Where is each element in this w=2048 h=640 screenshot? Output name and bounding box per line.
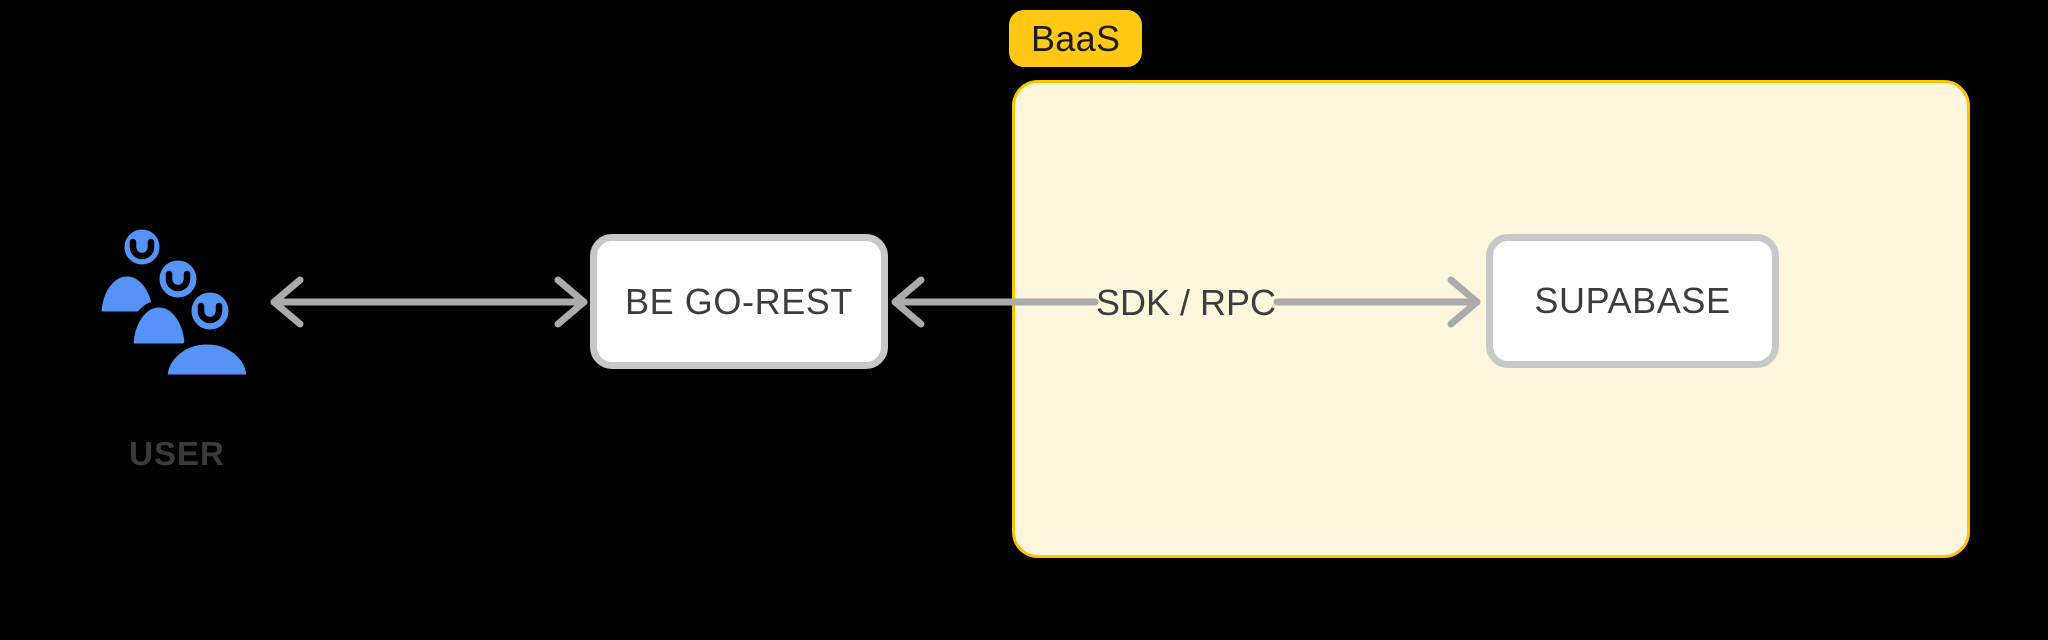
node-be-go-rest-label: BE GO-REST	[624, 280, 854, 322]
user-label: USER	[129, 435, 225, 472]
users-icon	[96, 222, 254, 381]
baas-group-tag-label: BaaS	[1031, 17, 1121, 59]
baas-group-tag: BaaS	[1009, 10, 1143, 67]
node-be-go-rest: BE GO-REST	[590, 234, 888, 369]
person-front	[160, 285, 254, 381]
person-middle	[126, 253, 204, 351]
node-supabase: SUPABASE	[1486, 234, 1779, 368]
sdk-rpc-edge-label: SDK / RPC	[1095, 282, 1277, 323]
node-supabase-label: SUPABASE	[1534, 280, 1731, 321]
user-backend-arrow	[270, 276, 588, 328]
